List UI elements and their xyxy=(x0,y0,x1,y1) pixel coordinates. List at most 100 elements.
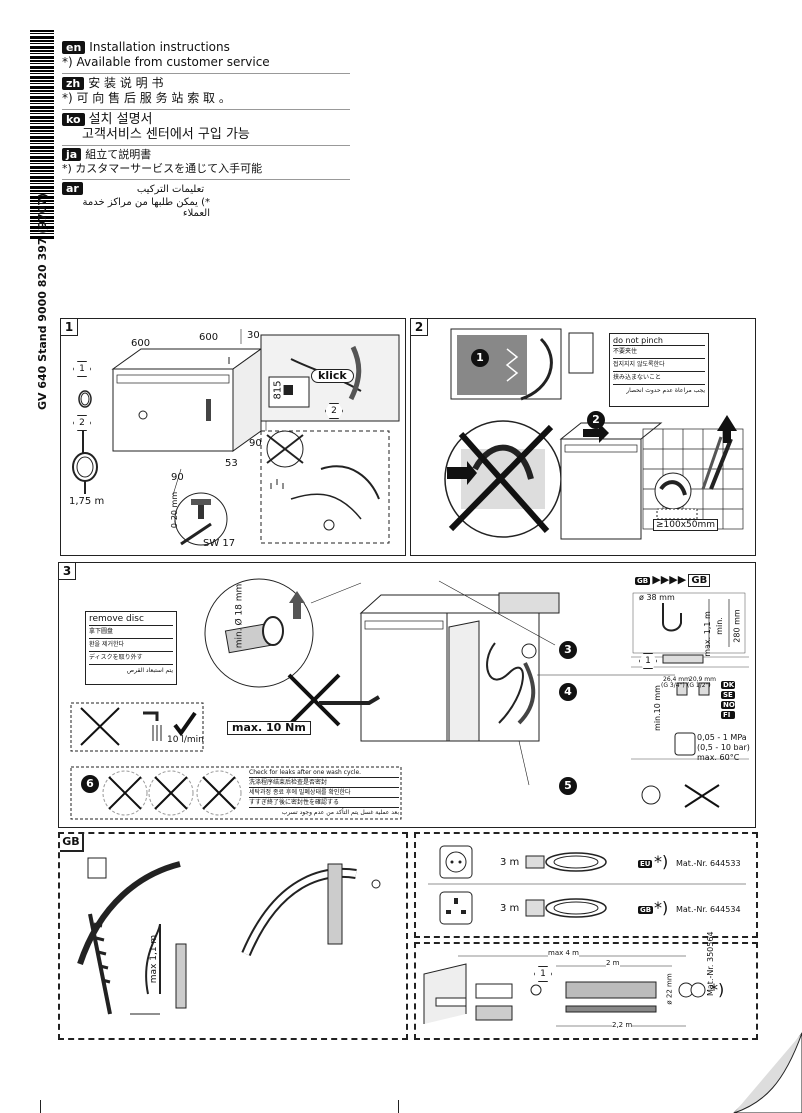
country-se: SE xyxy=(721,691,735,699)
extension-mat: Mat.-Nr. 350564 xyxy=(706,931,715,996)
pinch-ar: يجب مراعاة عدم حدوث انحصار xyxy=(626,387,705,394)
lang-tag-en: en xyxy=(62,41,86,54)
lang-title-ar: تعليمات التركيب xyxy=(136,184,205,195)
thread-g12: (G 1/2") xyxy=(687,682,711,689)
panel-step-3: 3 xyxy=(58,562,756,828)
panel1-illustration xyxy=(72,329,400,546)
extension-diameter: ø 22 mm xyxy=(665,973,674,1005)
country-no: NO xyxy=(721,701,735,709)
lang-tag-ar: ar xyxy=(62,182,83,195)
panel3-illustration xyxy=(70,578,749,820)
lang-title-ja: 組立て説明書 xyxy=(85,148,152,161)
step-4-marker: 4 xyxy=(559,683,577,701)
lang-note-ja: *) カスタマーサービスを通じて入手可能 xyxy=(62,162,263,175)
dim-height: 815 xyxy=(272,380,284,400)
flow-rate: 10 l/min xyxy=(167,735,204,745)
leak-check-en: Check for leaks after one wash cycle. xyxy=(249,769,399,778)
panel-extension: max 4 m 2 m 1 ø 22 mm 2,2 m *) Mat.-Nr. … xyxy=(414,931,758,1040)
gb-max-height: max 1,1 m xyxy=(149,934,160,984)
panel-step-1: 1 xyxy=(60,318,406,556)
lang-note-ar: *) يمكن طلبها من مراكز خدمة العملاء xyxy=(82,197,211,219)
step-1-marker: 1 xyxy=(471,349,489,367)
dim-53: 53 xyxy=(225,458,238,469)
wall-hole-size: ≥100x50mm xyxy=(653,519,719,531)
arrows-icon: ▶▶▶▶ xyxy=(652,573,687,586)
asterisk-icon: *) xyxy=(654,898,669,917)
remove-disc-ar: يتم استبعاد القرص xyxy=(126,667,173,674)
page-curl xyxy=(733,1032,802,1113)
pinch-en: do not pinch xyxy=(613,336,705,346)
panel-number: 1 xyxy=(61,319,78,336)
step-2-marker: 2 xyxy=(587,411,605,429)
leak-check-text: Check for leaks after one wash cycle. 洗涤… xyxy=(249,769,399,817)
lang-tag-zh: zh xyxy=(62,77,85,90)
lang-note-en: *) Available from customer service xyxy=(62,55,270,69)
dim-plinth: 90 xyxy=(249,438,262,449)
lang-title-zh: 安 装 说 明 书 xyxy=(88,76,164,90)
country-dk: DK xyxy=(721,681,735,689)
pressure-temp: max. 60°C xyxy=(697,753,740,762)
thread-26: 26,4 mm xyxy=(663,676,690,683)
pressure-bar: (0,5 - 10 bar) xyxy=(697,743,750,752)
gb-drain-header: GB ▶▶▶▶ GB xyxy=(635,573,711,587)
callout-2-klick: 2 xyxy=(325,403,343,419)
panel-step-2: 2 1 2 do not pinch xyxy=(410,318,756,556)
country-fi: FI xyxy=(721,711,735,719)
remove-disc-box: remove disc 拿下圆盘 환을 제거한다 ディスクを取り外す يتم ا… xyxy=(85,611,177,685)
cable-length: 1,75 m xyxy=(69,496,105,507)
pinch-ja: 挟み込まないこと xyxy=(613,372,705,385)
dim-90: 90 xyxy=(171,472,184,483)
min-10mm: min.10 mm xyxy=(652,685,662,731)
cables-illustration xyxy=(428,845,746,925)
lang-title-en: Installation instructions xyxy=(89,40,230,54)
callout-1: 1 xyxy=(73,361,91,377)
document-code: GV 640 Stand 9000 820 397 (9707) xyxy=(36,193,49,410)
leak-check-zh: 洗涤程序结束后检查是否密封 xyxy=(249,778,399,788)
panel-number: 2 xyxy=(411,319,428,336)
min-diameter: min. Ø 18 mm xyxy=(234,583,245,649)
callout-2: 2 xyxy=(73,415,91,431)
remove-disc-ko: 환을 제거한다 xyxy=(89,639,173,652)
thread-20: 20,9 mm xyxy=(689,676,716,683)
drain-280: 280 mm xyxy=(732,609,742,643)
max-torque: max. 10 Nm xyxy=(227,721,311,735)
pinch-warning-box: do not pinch 不要夹住 접지지지 않도록한다 挟み込まないこと يج… xyxy=(609,333,709,407)
asterisk-icon: *) xyxy=(654,852,669,871)
thread-g34: (G 3/4") xyxy=(661,682,685,689)
drain-min: min. xyxy=(714,617,724,635)
cable-gb-mat: Mat.-Nr. 644534 xyxy=(676,905,741,914)
gb-box: GB xyxy=(688,574,711,587)
callout-1: 1 xyxy=(534,966,552,982)
step-6-marker: 6 xyxy=(81,775,99,793)
gb-illustration xyxy=(77,857,381,1015)
panel-number: 3 xyxy=(59,563,76,580)
gb-label: GB xyxy=(60,834,84,852)
lang-note-ko: 고객서비스 센터에서 구입 가능 xyxy=(82,127,250,142)
leak-check-ja: すすぎ終了後に密封性を確認する xyxy=(249,798,399,808)
panel2-illustration xyxy=(444,328,744,540)
panel-cables: 3 m 3 m EU GB *) *) Mat.-Nr. 644533 Mat.… xyxy=(414,832,758,938)
remove-disc-ja: ディスクを取り外す xyxy=(89,652,173,665)
extension-max: max 4 m xyxy=(548,948,579,958)
cable-gb-region: GB xyxy=(638,906,654,914)
klick-label: klick xyxy=(311,369,354,383)
lang-tag-ko: ko xyxy=(62,113,85,126)
cable-eu-length: 3 m xyxy=(500,857,520,868)
drain-diameter: ø 38 mm xyxy=(639,593,675,602)
cable-gb-length: 3 m xyxy=(500,903,520,914)
callout-1: 1 xyxy=(639,653,657,669)
remove-disc-en: remove disc xyxy=(89,614,173,626)
step-5-marker: 5 xyxy=(559,777,577,795)
lang-tag-ja: ja xyxy=(62,148,82,161)
cable-eu-mat: Mat.-Nr. 644533 xyxy=(676,859,741,868)
remove-disc-zh: 拿下圆盘 xyxy=(89,626,173,639)
dim-foot-range: 0-20 mm xyxy=(170,491,180,529)
cut-mark xyxy=(40,1100,41,1113)
cut-mark xyxy=(398,1100,399,1113)
dim-width: 600 xyxy=(131,338,151,349)
extension-2m: 2 m xyxy=(606,958,620,968)
panel-gb: GB max 1,1 m xyxy=(58,832,408,1040)
